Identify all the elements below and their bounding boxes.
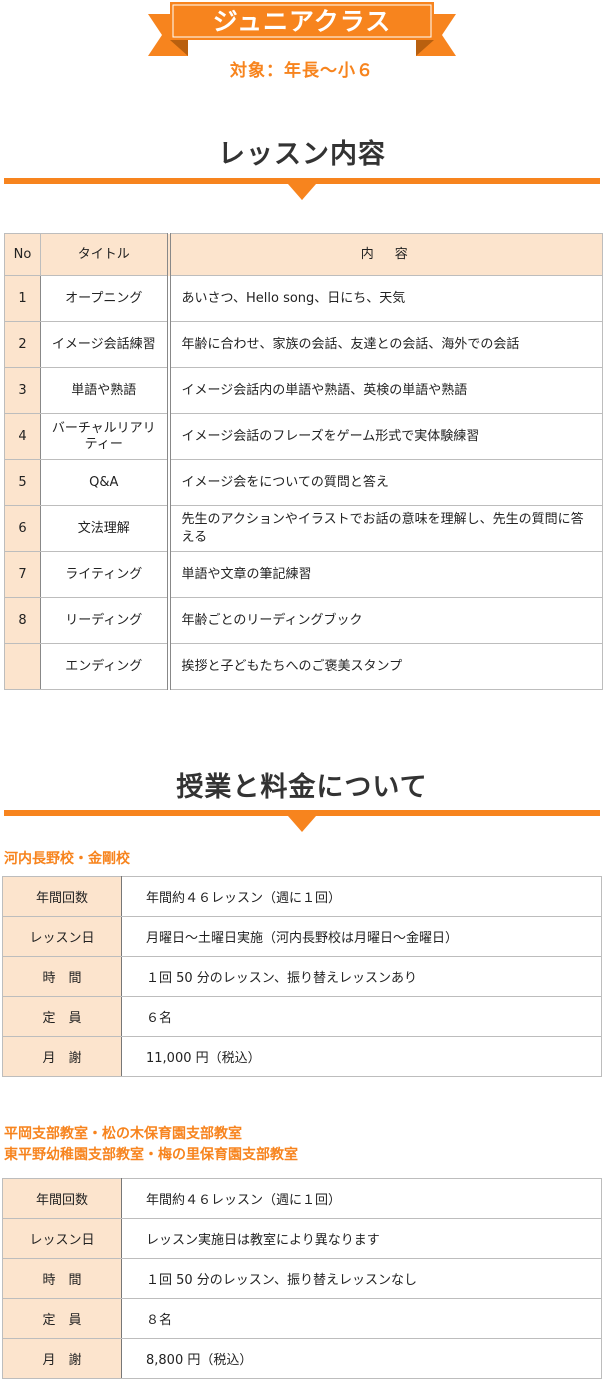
row-content: イメージ会をについての質問と答え xyxy=(168,459,603,506)
table-row: レッスン日 レッスン実施日は教室により異なります xyxy=(2,1218,602,1259)
table-row: 3 単語や熟語 イメージ会話内の単語や熟語、英検の単語や熟語 xyxy=(4,367,603,414)
table-row: 1 オープニング あいさつ、Hello song、日にち、天気 xyxy=(4,275,603,322)
lesson-table-header: No タイトル 内 容 xyxy=(4,233,603,276)
row-title: ライティング xyxy=(40,551,171,598)
row-title: リーディング xyxy=(40,597,171,644)
table-row: レッスン日 月曜日〜土曜日実施（河内長野校は月曜日〜金曜日） xyxy=(2,916,602,957)
campus-name-line: 東平野幼稚園支部教室・梅の里保育園支部教室 xyxy=(4,1147,298,1163)
lesson-table: No タイトル 内 容 1 オープニング あいさつ、Hello song、日にち… xyxy=(4,233,603,690)
class-ribbon: ジュニアクラス 対象：年長〜小６ xyxy=(0,0,604,90)
table-row: 定 員 ６名 xyxy=(2,996,602,1037)
row-content: 年齢ごとのリーディングブック xyxy=(168,597,603,644)
fee-value: 8,800 円（税込） xyxy=(121,1338,602,1379)
fee-value: 11,000 円（税込） xyxy=(121,1036,602,1077)
row-no: 1 xyxy=(4,275,41,322)
fee-value: 月曜日〜土曜日実施（河内長野校は月曜日〜金曜日） xyxy=(121,916,602,957)
table-row: 時 間 １回 50 分のレッスン、振り替えレッスンあり xyxy=(2,956,602,997)
campus-name-line: 平岡支部教室・松の木保育園支部教室 xyxy=(4,1126,242,1142)
row-no: 3 xyxy=(4,367,41,414)
table-row: エンディング 挨拶と子どもたちへのご褒美スタンプ xyxy=(4,643,603,690)
table-row: 8 リーディング 年齢ごとのリーディングブック xyxy=(4,597,603,644)
row-title: 文法理解 xyxy=(40,505,171,552)
table-row: 2 イメージ会話練習 年齢に合わせ、家族の会話、友達との会話、海外での会話 xyxy=(4,321,603,368)
row-content: 年齢に合わせ、家族の会話、友達との会話、海外での会話 xyxy=(168,321,603,368)
row-no: 2 xyxy=(4,321,41,368)
table-row: 定 員 ８名 xyxy=(2,1298,602,1339)
row-title: オープニング xyxy=(40,275,171,322)
table-row: 5 Q&A イメージ会をについての質問と答え xyxy=(4,459,603,506)
section-divider xyxy=(4,810,600,832)
row-no: 5 xyxy=(4,459,41,506)
table-row: 年間回数 年間約４６レッスン（週に１回） xyxy=(2,1178,602,1219)
fee-key: 定 員 xyxy=(2,1298,122,1339)
row-content: イメージ会話のフレーズをゲーム形式で実体験練習 xyxy=(168,413,603,460)
row-no: 4 xyxy=(4,413,41,460)
row-title: バーチャルリアリティー xyxy=(40,413,171,460)
fee-section-title: 授業と料金について xyxy=(176,772,428,803)
fee-key: レッスン日 xyxy=(2,916,122,957)
table-row: 時 間 １回 50 分のレッスン、振り替えレッスンなし xyxy=(2,1258,602,1299)
column-header-title: タイトル xyxy=(40,233,171,276)
table-row: 7 ライティング 単語や文章の筆記練習 xyxy=(4,551,603,598)
row-content: イメージ会話内の単語や熟語、英検の単語や熟語 xyxy=(168,367,603,414)
table-row: 月 謝 11,000 円（税込） xyxy=(2,1036,602,1077)
row-title: Q&A xyxy=(40,459,171,506)
section-divider xyxy=(4,178,600,200)
fee-key: 定 員 xyxy=(2,996,122,1037)
campus-name-kawachinagano: 河内長野校・金剛校 xyxy=(4,851,130,867)
fee-key: 年間回数 xyxy=(2,1178,122,1219)
column-header-content: 内 容 xyxy=(168,233,603,276)
fee-key: 時 間 xyxy=(2,956,122,997)
fee-value: 年間約４６レッスン（週に１回） xyxy=(121,1178,602,1219)
row-content: 挨拶と子どもたちへのご褒美スタンプ xyxy=(168,643,603,690)
ribbon-title: ジュニアクラス xyxy=(212,7,392,36)
ribbon-graphic xyxy=(148,2,456,56)
fee-value: ６名 xyxy=(121,996,602,1037)
table-row: 月 謝 8,800 円（税込） xyxy=(2,1338,602,1379)
row-content: 単語や文章の筆記練習 xyxy=(168,551,603,598)
fee-value: ８名 xyxy=(121,1298,602,1339)
row-no: 8 xyxy=(4,597,41,644)
row-title: 単語や熟語 xyxy=(40,367,171,414)
campus-name-branches: 平岡支部教室・松の木保育園支部教室 東平野幼稚園支部教室・梅の里保育園支部教室 xyxy=(4,1124,298,1166)
row-no: 7 xyxy=(4,551,41,598)
row-content: 先生のアクションやイラストでお話の意味を理解し、先生の質問に答える xyxy=(168,505,603,552)
table-row: 年間回数 年間約４６レッスン（週に１回） xyxy=(2,876,602,917)
row-title: イメージ会話練習 xyxy=(40,321,171,368)
fee-key: 月 謝 xyxy=(2,1036,122,1077)
fee-key: 時 間 xyxy=(2,1258,122,1299)
column-header-no: No xyxy=(4,233,41,276)
fee-table-campus1: 年間回数 年間約４６レッスン（週に１回） レッスン日 月曜日〜土曜日実施（河内長… xyxy=(2,876,602,1077)
table-row: 6 文法理解 先生のアクションやイラストでお話の意味を理解し、先生の質問に答える xyxy=(4,505,603,552)
lesson-section-title: レッスン内容 xyxy=(218,139,386,170)
fee-key: 月 謝 xyxy=(2,1338,122,1379)
fee-value: １回 50 分のレッスン、振り替えレッスンなし xyxy=(121,1258,602,1299)
fee-table-campus2: 年間回数 年間約４６レッスン（週に１回） レッスン日 レッスン実施日は教室により… xyxy=(2,1178,602,1379)
row-title: エンディング xyxy=(40,643,171,690)
target-age-label: 対象：年長〜小６ xyxy=(230,61,374,81)
fee-value: レッスン実施日は教室により異なります xyxy=(121,1218,602,1259)
table-row: 4 バーチャルリアリティー イメージ会話のフレーズをゲーム形式で実体験練習 xyxy=(4,413,603,460)
row-no: 6 xyxy=(4,505,41,552)
row-no xyxy=(4,643,41,690)
row-content: あいさつ、Hello song、日にち、天気 xyxy=(168,275,603,322)
fee-value: 年間約４６レッスン（週に１回） xyxy=(121,876,602,917)
fee-key: 年間回数 xyxy=(2,876,122,917)
fee-value: １回 50 分のレッスン、振り替えレッスンあり xyxy=(121,956,602,997)
fee-key: レッスン日 xyxy=(2,1218,122,1259)
